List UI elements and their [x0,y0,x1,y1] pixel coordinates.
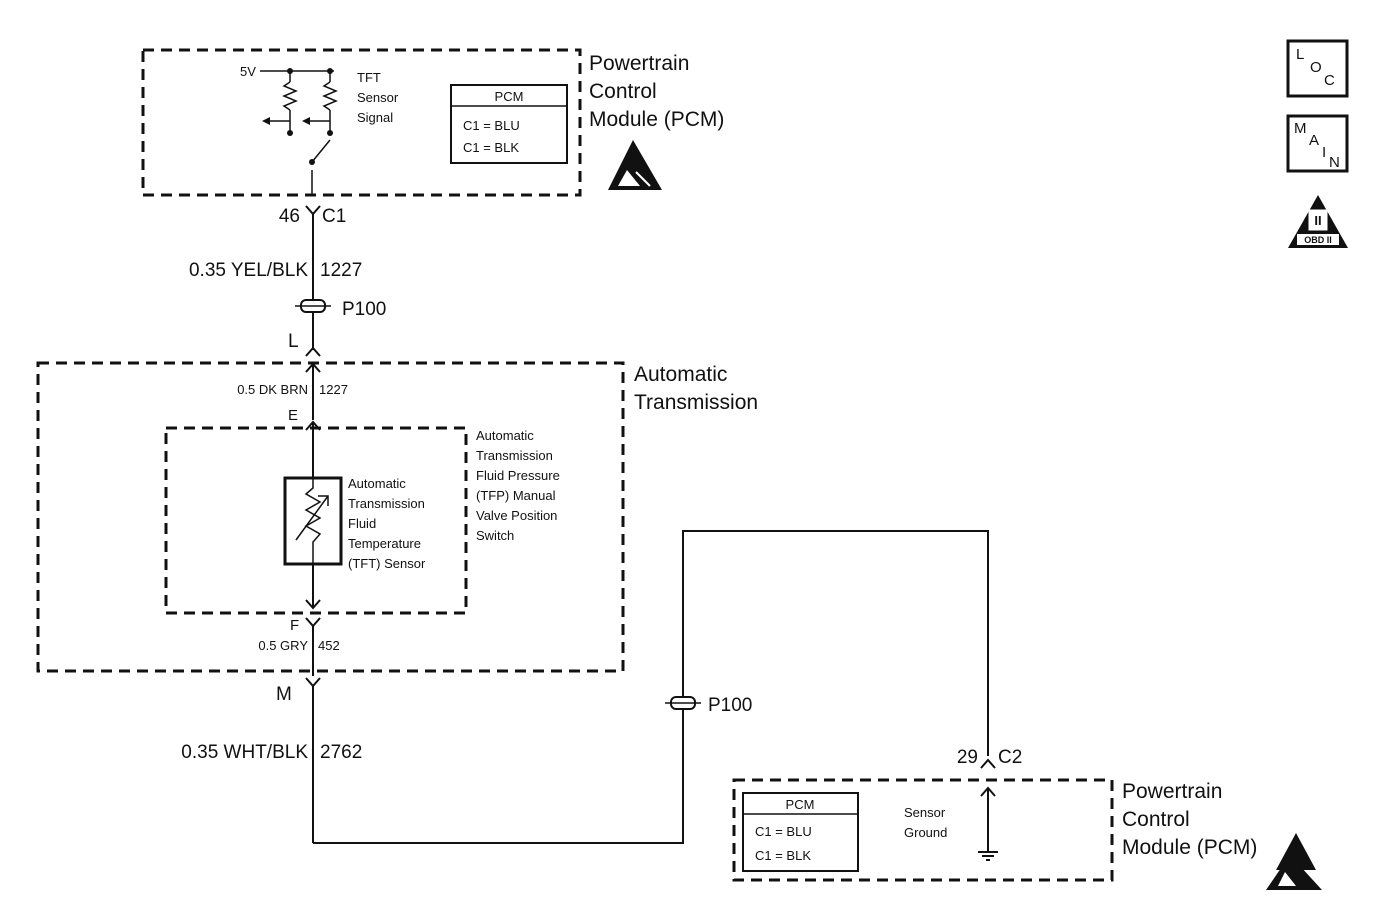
tft-label-line4: Temperature [348,536,421,551]
svg-text:II: II [1314,213,1321,228]
svg-text:M: M [1294,120,1307,137]
splice-top-symbol [295,299,331,313]
svg-text:I: I [1322,144,1326,161]
wire-in-pin: E [288,407,298,424]
splice-bottom-pin: M [276,684,292,705]
transmission-box [36,361,625,673]
tfp-label-line5: Valve Position [476,508,557,523]
pcm-top-table-header: PCM [495,89,524,104]
connector-top-symbol [305,205,321,216]
wire-out-pin: F [290,617,299,634]
tft-sensor-thermistor-icon [283,476,343,566]
svg-text:A: A [1309,132,1319,149]
splice-top-pin: L [288,331,299,352]
tft-signal-label-line3: Signal [357,110,393,125]
tft-label-line1: Automatic [348,476,406,491]
tfp-label-line1: Automatic [476,428,534,443]
tfp-label-line6: Switch [476,528,514,543]
pcm-bottom-table-header: PCM [786,797,815,812]
tft-signal-label-line2: Sensor [357,90,399,105]
pcm-top-table: PCM C1 = BLU C1 = BLK [450,84,568,164]
main-icon[interactable]: M A I N [1286,114,1349,173]
pcm-top-title-line1: Powertrain [589,52,689,75]
wire-out-circuit: 452 [318,638,340,653]
wire-in-gauge-color: 0.5 DK BRN [237,382,308,397]
tft-label-line3: Fluid [348,516,376,531]
ground-icon [978,786,998,861]
pcm-bottom-table: PCM C1 = BLU C1 = BLK [742,792,859,872]
esd-warning-icon [608,140,662,190]
pcm-bottom-box [732,778,1114,882]
svg-text:L: L [1296,46,1304,63]
wire-top-gauge-color: 0.35 YEL/BLK [189,260,308,281]
esd-warning-icon-bottom-2 [1266,855,1322,890]
connector-bottom-name: C2 [998,747,1022,768]
tfp-switch-box [164,426,468,615]
connector-f-symbol [305,617,321,628]
splice-top-name: P100 [342,299,386,320]
arrow-down-icon [305,599,321,610]
pcm-bottom-table-row2: C1 = BLK [755,848,811,863]
wire-in-circuit: 1227 [319,382,348,397]
obd-ii-icon[interactable]: II OBD II [1288,195,1348,248]
connector-bottom-pin: 29 [957,747,978,768]
pcm-top-table-row1: C1 = BLU [463,118,520,133]
tfp-label-line2: Transmission [476,448,553,463]
pcm-bottom-title-line2: Control [1122,808,1190,831]
splice-right-name: P100 [708,695,752,716]
sensor-ground-label-line1: Sensor [904,805,946,820]
voltage-label: 5V [240,64,256,79]
sensor-ground-label-line2: Ground [904,825,947,840]
splice-right-symbol [665,696,701,710]
esd-warning-icon-bottom-1 [1276,833,1316,870]
svg-text:C: C [1324,72,1335,89]
pcm-top-table-row2: C1 = BLK [463,140,519,155]
pcm-bottom-table-row1: C1 = BLU [755,824,812,839]
wire-bottom-circuit: 2762 [320,742,362,763]
wire-ground-return [313,530,989,844]
pcm-internal-circuit: 5V [240,64,338,195]
pcm-bottom-title-line3: Module (PCM) [1122,836,1257,859]
connector-l-symbol [305,346,321,357]
wire-top-circuit: 1227 [320,260,362,281]
pcm-top-box [141,48,582,197]
loc-icon[interactable]: L O C [1286,39,1349,98]
connector-m-symbol [305,677,321,688]
svg-text:OBD II: OBD II [1304,235,1332,245]
pcm-top-title-line3: Module (PCM) [589,108,724,131]
transmission-title-line2: Transmission [634,391,758,414]
tft-signal-label-line1: TFT [357,70,381,85]
pcm-bottom-title-line1: Powertrain [1122,780,1222,803]
svg-text:N: N [1329,154,1340,171]
transmission-title-line1: Automatic [634,363,727,386]
connector-c2-symbol [980,758,996,769]
wire-out-gauge-color: 0.5 GRY [258,638,308,653]
svg-text:O: O [1310,59,1322,76]
connector-top-pin: 46 [279,206,300,227]
tft-label-line5: (TFT) Sensor [348,556,426,571]
tfp-label-line4: (TFP) Manual [476,488,556,503]
tft-label-line2: Transmission [348,496,425,511]
pcm-top-title-line2: Control [589,80,657,103]
tfp-label-line3: Fluid Pressure [476,468,560,483]
connector-top-name: C1 [322,206,346,227]
wire-bottom-gauge-color: 0.35 WHT/BLK [181,742,308,763]
